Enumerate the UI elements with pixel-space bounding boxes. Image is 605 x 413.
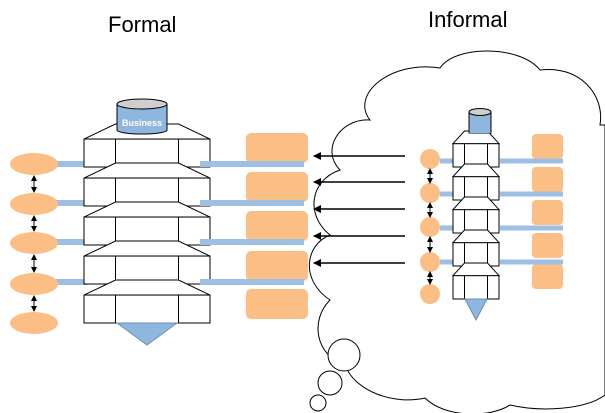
- informal-right-box-5: [532, 264, 563, 289]
- informal-left-circle-3: [420, 217, 440, 237]
- formal-right-box-2: [246, 172, 308, 202]
- informal-right-connector-4: [500, 259, 563, 265]
- flow-arrows: [313, 152, 405, 267]
- formal-left-connector-4: [56, 279, 88, 285]
- informal-right-box-1: [532, 134, 563, 159]
- formal-level-2: [83, 162, 211, 207]
- formal-right-connector-front-4: [200, 279, 304, 285]
- formal-left-oval-5: [10, 312, 58, 334]
- informal-right-connector-1: [500, 158, 563, 164]
- business-cylinder: Business: [116, 98, 168, 135]
- formal-right-connector-front-3: [200, 239, 304, 245]
- informal-level-4: [451, 229, 501, 267]
- thought-bubble-large: [327, 338, 361, 372]
- formal-level-4: [83, 240, 211, 285]
- formal-left-oval-2: [10, 193, 58, 215]
- informal-left-connector-3: [440, 225, 456, 231]
- informal-left-connector-4: [440, 259, 456, 265]
- thought-bubble-medium: [317, 370, 343, 396]
- informal-tip: [464, 298, 488, 322]
- informal-architecture: [420, 108, 563, 322]
- informal-level-3: [451, 196, 501, 234]
- formal-level-5: [83, 279, 211, 324]
- informal-level-2: [451, 163, 501, 201]
- formal-left-oval-4: [10, 273, 58, 295]
- informal-right-box-3: [532, 200, 563, 225]
- informal-title: Informal: [428, 7, 508, 32]
- formal-level-1: [83, 123, 211, 168]
- formal-left-oval-1: [10, 153, 58, 175]
- formal-level-3: [83, 201, 211, 246]
- formal-tip: [115, 322, 179, 346]
- formal-left-connector-3: [56, 239, 88, 245]
- formal-right-connector-front-1: [200, 161, 304, 167]
- informal-left-circle-2: [420, 183, 440, 203]
- formal-left-connector-1: [56, 161, 88, 167]
- formal-right-box-4: [246, 251, 308, 281]
- formal-right-box-5: [246, 289, 308, 319]
- informal-left-connector-2: [440, 191, 456, 197]
- informal-right-connector-2: [500, 191, 563, 197]
- informal-left-connector-1: [440, 158, 456, 164]
- informal-cylinder: [468, 108, 492, 134]
- formal-architecture: Business: [10, 98, 308, 346]
- informal-left-circle-4: [420, 252, 440, 272]
- informal-level-5: [451, 262, 501, 300]
- informal-right-box-2: [532, 167, 563, 192]
- informal-level-1: [451, 130, 501, 168]
- formal-title: Formal: [108, 12, 177, 37]
- formal-right-box-1: [246, 133, 308, 163]
- formal-left-connector-2: [56, 200, 88, 206]
- informal-left-circle-1: [420, 149, 440, 169]
- business-label: Business: [122, 118, 162, 128]
- informal-right-connector-3: [500, 225, 563, 231]
- informal-left-circle-5: [420, 284, 440, 304]
- formal-right-connector-front-2: [200, 200, 304, 206]
- thought-bubble-small: [309, 394, 327, 412]
- informal-right-box-4: [532, 233, 563, 258]
- formal-left-oval-3: [10, 232, 58, 254]
- formal-right-box-3: [246, 211, 308, 241]
